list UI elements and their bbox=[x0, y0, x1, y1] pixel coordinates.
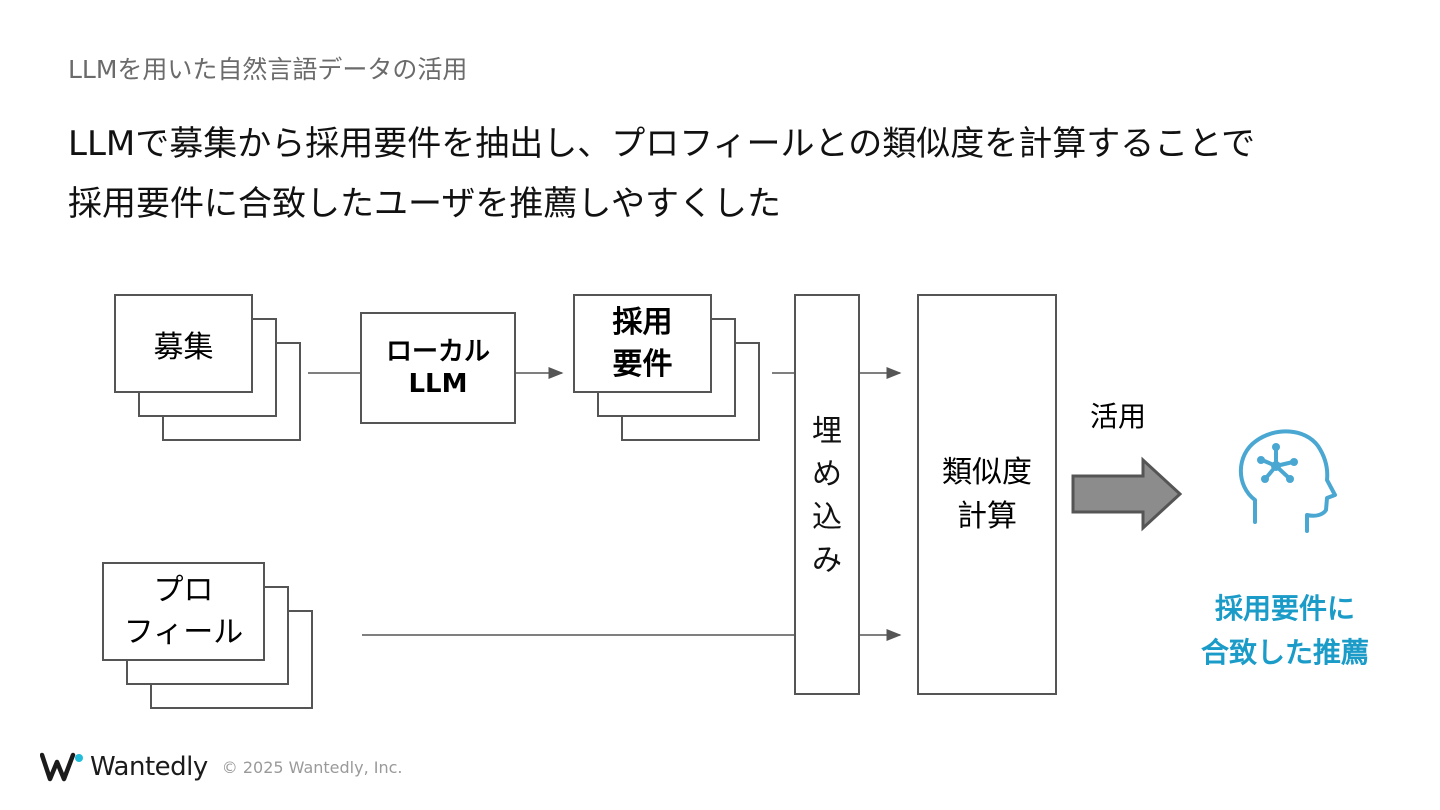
embedding-char-2: め bbox=[812, 457, 842, 492]
local-llm-box bbox=[360, 312, 516, 424]
similarity-box bbox=[917, 294, 1057, 695]
headline-line-2: 採用要件に合致したユーザを推薦しやすくした bbox=[68, 184, 781, 224]
recruitment-label: 募集 bbox=[153, 329, 214, 365]
embedding-char-3: 込 bbox=[812, 500, 842, 535]
requirements-label: 採用 要件 bbox=[612, 304, 673, 382]
wantedly-logo-icon bbox=[40, 752, 83, 782]
local-llm-label: ローカル LLM bbox=[385, 337, 490, 399]
ai-head-nodes-icon bbox=[1257, 443, 1298, 483]
footer: Wantedly © 2025 Wantedly, Inc. bbox=[40, 752, 403, 782]
brand-name: Wantedly bbox=[90, 752, 208, 782]
usage-arrow-icon bbox=[1071, 456, 1183, 532]
slide-subtitle: LLMを用いた自然言語データの活用 bbox=[68, 55, 468, 84]
similarity-label: 類似度 計算 bbox=[942, 454, 1032, 534]
profile-doc bbox=[102, 562, 265, 661]
embedding-char-4: み bbox=[812, 543, 842, 578]
copyright: © 2025 Wantedly, Inc. bbox=[221, 757, 403, 777]
slide-headline: LLMで募集から採用要件を抽出し、プロフィールとの類似度を計算することで 採用要… bbox=[68, 114, 1255, 234]
embedding-box bbox=[794, 294, 860, 695]
requirements-doc bbox=[573, 294, 712, 393]
embedding-label: 埋 め 込 み bbox=[794, 410, 860, 582]
result-label: 採用要件に 合致した推薦 bbox=[1200, 592, 1369, 669]
usage-label: 活用 bbox=[1089, 400, 1146, 433]
headline-line-1: LLMで募集から採用要件を抽出し、プロフィールとの類似度を計算することで bbox=[68, 124, 1256, 164]
recruitment-doc bbox=[114, 294, 253, 393]
embedding-char-1: 埋 bbox=[812, 414, 842, 449]
profile-label: プロ フィール bbox=[123, 572, 244, 650]
